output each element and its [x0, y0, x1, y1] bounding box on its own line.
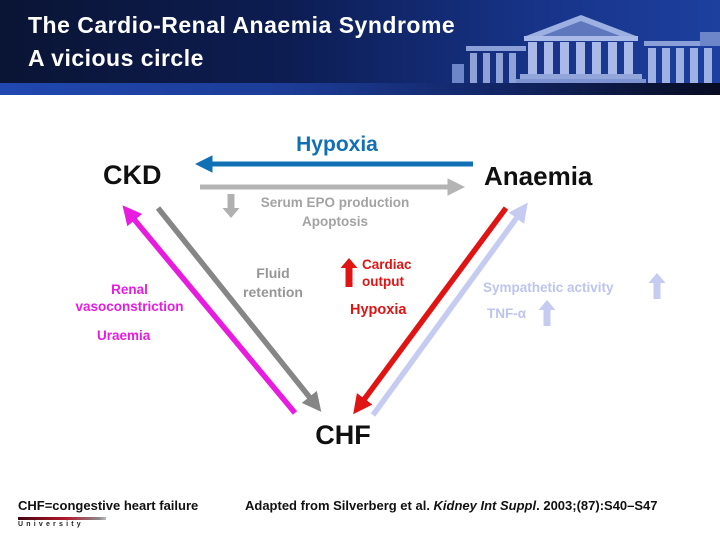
sympathetic-activity-label: Sympathetic activity [483, 280, 614, 295]
hypoxia-lower-label: Hypoxia [350, 302, 407, 318]
anaemia-to-chf-arrow [353, 206, 509, 415]
ckd-node-label: CKD [103, 160, 162, 190]
chf-to-anaemia-arrow [370, 202, 528, 417]
university-logo-text: University [18, 521, 84, 528]
cardiac-output-increase-arrow-icon [340, 258, 358, 287]
citation-prefix: Adapted from Silverberg et al. [245, 498, 434, 513]
tnf-increase-arrow-icon [538, 300, 556, 326]
hypoxia-top-label: Hypoxia [296, 133, 378, 156]
fluid-retention-label: Fluid retention [243, 265, 303, 300]
renal-vasoconstriction-label: Renal vasoconstriction [75, 282, 184, 314]
citation-journal: Kidney Int Suppl [433, 498, 537, 513]
chf-node-label: CHF [315, 420, 371, 450]
epo-apoptosis-label: Serum EPO production Apoptosis [260, 195, 410, 229]
citation: Adapted from Silverberg et al. Kidney In… [245, 498, 658, 513]
slide-title: The Cardio-Renal Anaemia Syndrome A vici… [28, 9, 455, 75]
slide-title-line2: A vicious circle [28, 45, 204, 71]
ckd-to-chf-arrow [155, 206, 322, 412]
uraemia-label: Uraemia [97, 328, 151, 343]
citation-suffix: . 2003;(87):S40–S47 [536, 498, 658, 513]
anaemia-node-label: Anaemia [484, 161, 593, 191]
cardiac-output-label: Cardiac output [362, 257, 412, 289]
chf-to-ckd-arrow [122, 205, 298, 415]
university-logo-rule [18, 517, 106, 520]
header-accent-strip [0, 83, 720, 95]
university-building-image [452, 15, 720, 83]
tnf-alpha-label: TNF-α [487, 306, 527, 321]
epo-decrease-arrow-icon [222, 194, 240, 218]
sympathetic-increase-arrow-icon [648, 273, 666, 299]
abbreviation-note: CHF=congestive heart failure [18, 498, 199, 513]
slide-title-line1: The Cardio-Renal Anaemia Syndrome [28, 12, 456, 38]
